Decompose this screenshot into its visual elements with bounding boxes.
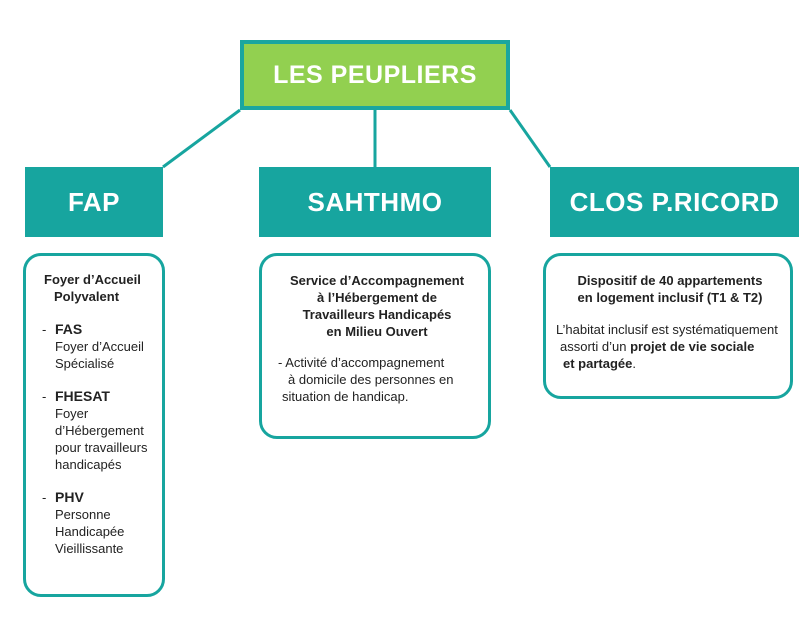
fap-card: Foyer d’Accueil Polyvalent - FAS Foyer d… [23, 253, 165, 597]
fap-item-desc-line: pour travailleurs [55, 440, 148, 455]
clos-title-line: Dispositif de 40 appartements [577, 273, 763, 288]
clos-title-line: en logement inclusif (T1 & T2) [577, 290, 763, 305]
fap-title-line: Polyvalent [54, 289, 120, 304]
fap-item-desc-line: Vieillissante [55, 541, 124, 556]
fap-item-desc-line: handicapés [55, 457, 122, 472]
fap-item-name: PHV [55, 489, 84, 505]
clos-body-line: et partagée. [556, 355, 784, 372]
sahthmo-title-line: à l’Hébergement de [317, 290, 437, 305]
fap-item-desc-line: d’Hébergement [55, 423, 144, 438]
sahthmo-title-line: Travailleurs Handicapés [302, 307, 452, 322]
list-dash: - [42, 389, 47, 404]
clos-body-emphasis: et partagée [563, 356, 633, 371]
sahthmo-desc-line: à domicile des personnes en [288, 372, 454, 387]
clos-body-line: assorti d’un projet de vie sociale [556, 338, 784, 355]
clos-body-text: . [632, 356, 636, 371]
fap-item-desc-line: Foyer d’Accueil [55, 339, 144, 354]
connector-root-clos [508, 109, 552, 168]
clos-card: Dispositif de 40 appartements en logemen… [543, 253, 793, 399]
branch-header-label: CLOS P.RICORD [569, 186, 780, 217]
list-dash: - [42, 490, 47, 505]
clos-body-line: L’habitat inclusif est systématiquement [556, 322, 778, 337]
fap-item-name: FAS [55, 321, 83, 337]
sahthmo-title: Service d’Accompagnement à l’Hébergement… [274, 272, 480, 340]
fap-item-desc-line: Foyer [55, 406, 89, 421]
branch-header-label: SAHTHMO [307, 186, 443, 217]
branch-header-sahthmo: SAHTHMO [259, 167, 491, 237]
sahthmo-card: Service d’Accompagnement à l’Hébergement… [259, 253, 491, 439]
fap-item-name: FHESAT [55, 388, 110, 404]
connector-root-fap [162, 108, 241, 169]
branch-header-clos: CLOS P.RICORD [550, 167, 799, 237]
clos-body-emphasis: projet de vie sociale [630, 339, 755, 354]
sahthmo-description: - Activité d’accompagnement à domicile d… [274, 354, 480, 405]
root-node: LES PEUPLIERS [240, 40, 510, 110]
fap-item-desc-line: Personne [55, 507, 111, 522]
branch-header-fap: FAP [25, 167, 163, 237]
fap-item-desc-line: Handicapée [55, 524, 125, 539]
fap-item-phv: - PHV Personne Handicapée Vieillissante [42, 489, 154, 557]
sahthmo-desc-line: situation de handicap. [282, 389, 409, 404]
clos-body-text: assorti d’un [560, 339, 631, 354]
sahthmo-desc-line: - Activité d’accompagnement [278, 355, 445, 370]
fap-title-line: Foyer d’Accueil [44, 272, 141, 287]
fap-title: Foyer d’Accueil Polyvalent [44, 271, 154, 305]
fap-item-desc-line: Spécialisé [55, 356, 115, 371]
sahthmo-title-line: en Milieu Ouvert [326, 324, 428, 339]
branch-header-label: FAP [67, 186, 121, 217]
sahthmo-title-line: Service d’Accompagnement [289, 273, 465, 288]
clos-body: L’habitat inclusif est systématiquement … [556, 321, 784, 372]
list-dash: - [42, 322, 47, 337]
clos-title: Dispositif de 40 appartements en logemen… [556, 272, 784, 306]
root-label: LES PEUPLIERS [273, 60, 477, 89]
fap-item-fhesat: - FHESAT Foyer d’Hébergement pour travai… [42, 388, 154, 473]
fap-item-fas: - FAS Foyer d’Accueil Spécialisé [42, 321, 154, 372]
